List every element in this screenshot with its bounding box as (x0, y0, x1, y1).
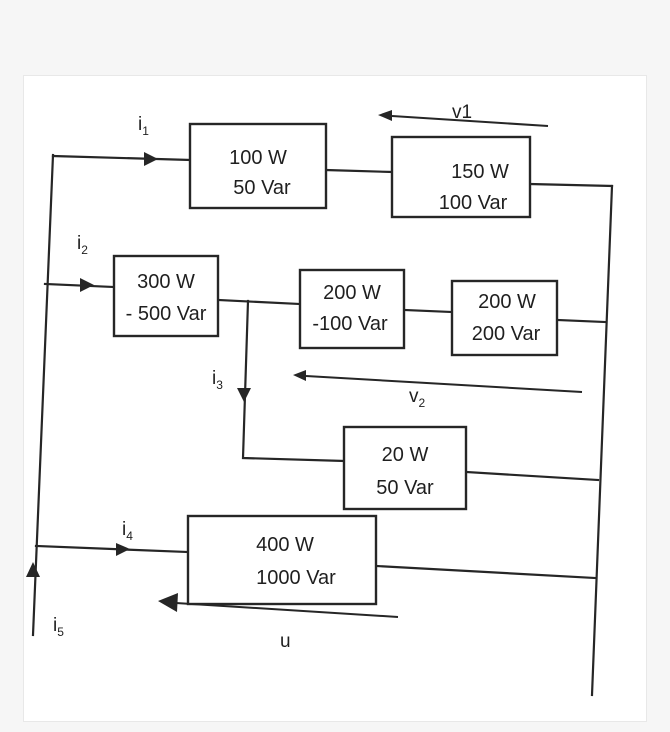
element-200w-b-box (450, 279, 559, 357)
branch-20w-right-wire (464, 470, 600, 482)
row2-mid-wire-b (402, 308, 454, 314)
wires (31, 153, 614, 697)
v1-label: v1 (452, 102, 472, 123)
element-300w: 300 W - 500 Var (112, 254, 220, 338)
element-150w: 150 W 100 Var (390, 135, 532, 219)
element-200w-b-line2: 200 Var (472, 323, 541, 345)
element-200w-a-line2: -100 Var (312, 313, 388, 335)
i3-arrowhead (237, 388, 251, 402)
element-200w-a: 200 W -100 Var (298, 268, 406, 350)
element-200w-a-box (298, 268, 406, 350)
current-arrowheads (26, 152, 251, 577)
row1-right-wire (528, 182, 614, 188)
i3-label: i3 (212, 368, 223, 392)
row2-left-wire (43, 282, 116, 289)
i5-arrowhead (26, 562, 40, 577)
v2-label: v2 (409, 386, 426, 410)
element-20w-line2: 50 Var (376, 477, 434, 499)
voltage-labels: v1 v2 u (280, 102, 472, 652)
element-100w: 100 W 50 Var (188, 122, 328, 210)
right-rail-wire (590, 184, 614, 697)
element-300w-line1: 300 W (137, 271, 195, 293)
element-400w-box (186, 514, 378, 606)
v1-arrow-line (391, 115, 549, 127)
i1-label: i1 (138, 114, 149, 138)
element-150w-box (390, 135, 532, 219)
element-100w-line1: 100 W (229, 147, 287, 169)
element-200w-a-line1: 200 W (323, 282, 381, 304)
i2-label: i2 (77, 233, 88, 257)
v2-arrow-line (305, 375, 583, 393)
row2-mid-wire-a (216, 298, 302, 306)
u-label: u (280, 631, 291, 652)
row4-left-wire (34, 544, 190, 554)
element-20w-line1: 20 W (382, 444, 429, 466)
element-300w-box (112, 254, 220, 338)
element-300w-line2: - 500 Var (126, 303, 207, 325)
element-150w-line1: 150 W (451, 161, 509, 183)
element-20w: 20 W 50 Var (342, 425, 468, 511)
i5-label: i5 (53, 615, 64, 639)
current-labels: i1 i2 i3 i4 i5 (53, 114, 223, 639)
voltage-arrows (158, 110, 583, 618)
row2-right-wire (555, 318, 607, 324)
element-150w-line2: 100 Var (439, 192, 508, 214)
row1-mid-wire (324, 168, 394, 174)
row1-left-wire (51, 154, 192, 162)
element-20w-box (342, 425, 468, 511)
element-200w-b-line1: 200 W (478, 291, 536, 313)
i1-arrowhead (144, 152, 158, 166)
left-rail-wire (31, 153, 55, 637)
element-400w: 400 W 1000 Var (186, 514, 378, 606)
v2-arrowhead (293, 370, 306, 381)
i4-arrowhead (116, 543, 130, 556)
i4-label: i4 (122, 519, 133, 543)
element-100w-line2: 50 Var (233, 177, 291, 199)
u-arrow-line (175, 602, 399, 618)
v1-arrowhead (378, 110, 392, 121)
branch-i3-wire (241, 299, 346, 463)
element-100w-box (188, 122, 328, 210)
row4-right-wire (374, 564, 597, 580)
u-arrowhead (158, 593, 178, 612)
element-200w-b: 200 W 200 Var (450, 279, 559, 357)
i2-arrowhead (80, 278, 94, 292)
element-400w-line2: 1000 Var (256, 567, 336, 589)
element-400w-line1: 400 W (256, 534, 314, 556)
